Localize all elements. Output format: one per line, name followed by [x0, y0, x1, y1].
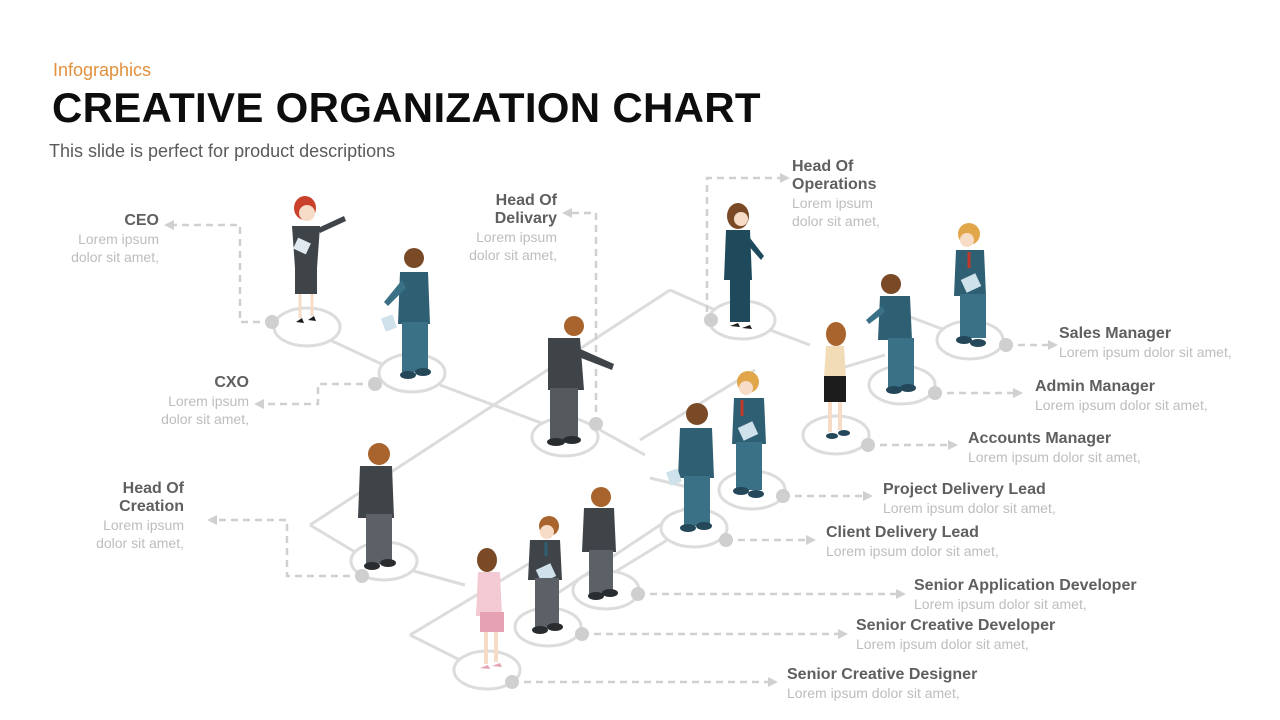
senior-creative-dev-figure-icon: [528, 516, 563, 634]
role-description: dolor sit amet,: [469, 247, 557, 263]
role-title: Admin Manager: [1035, 378, 1156, 395]
role-description: Lorem ipsum: [103, 517, 184, 533]
callout-lines: [172, 176, 1050, 684]
callout-arrowheads: [164, 173, 1058, 687]
head-operations-figure-icon: [724, 203, 764, 329]
role-title: Delivary: [494, 210, 557, 227]
role-description: Lorem ipsum: [78, 231, 159, 247]
role-description: dolor sit amet,: [96, 535, 184, 551]
head-creation-figure-icon: [358, 443, 396, 570]
role-sales-manager: Sales Manager Lorem ipsum dolor sit amet…: [1059, 325, 1232, 361]
role-description: dolor sit amet,: [71, 249, 159, 265]
role-title: Senior Creative Designer: [787, 666, 978, 683]
role-description: Lorem ipsum dolor sit amet,: [856, 636, 1029, 652]
ceo-base: [272, 306, 342, 348]
role-description: dolor sit amet,: [792, 213, 880, 229]
role-description: Lorem ipsum dolor sit amet,: [787, 685, 960, 701]
role-title: Sales Manager: [1059, 325, 1172, 342]
role-description: Lorem ipsum dolor sit amet,: [826, 543, 999, 559]
role-title: Head Of: [495, 192, 557, 209]
role-title: Head Of: [122, 480, 184, 497]
role-cxo: CXO Lorem ipsum dolor sit amet,: [130, 374, 249, 428]
role-head-of-operations: Head Of Operations Lorem ipsum dolor sit…: [792, 158, 932, 230]
admin-manager-figure-icon: [866, 274, 916, 394]
project-delivery-figure-icon: [732, 371, 766, 498]
role-title: Senior Application Developer: [914, 577, 1137, 594]
role-title: CXO: [214, 374, 249, 391]
role-ceo: CEO Lorem ipsum dolor sit amet,: [40, 212, 159, 266]
role-title: Operations: [792, 176, 877, 193]
role-accounts-manager: Accounts Manager Lorem ipsum dolor sit a…: [968, 430, 1141, 466]
role-head-of-delivery: Head Of Delivary Lorem ipsum dolor sit a…: [438, 192, 557, 264]
role-description: Lorem ipsum dolor sit amet,: [968, 449, 1141, 465]
role-title: Creation: [119, 498, 184, 515]
role-description: dolor sit amet,: [161, 411, 249, 427]
kicker-label: Infographics: [53, 60, 152, 80]
page-subtitle: This slide is perfect for product descri…: [49, 141, 396, 161]
ceo-figure-icon: [292, 196, 346, 323]
role-description: Lorem ipsum dolor sit amet,: [1035, 397, 1208, 413]
floor-circles: [272, 299, 1005, 691]
role-description: Lorem ipsum dolor sit amet,: [1059, 344, 1232, 360]
role-title: Head Of: [792, 158, 854, 175]
role-title: CEO: [124, 212, 159, 229]
senior-app-dev-figure-icon: [582, 487, 618, 600]
role-project-delivery-lead: Project Delivery Lead Lorem ipsum dolor …: [883, 481, 1056, 517]
connector-dots: [265, 313, 1013, 689]
role-description: Lorem ipsum dolor sit amet,: [914, 596, 1087, 612]
accounts-manager-figure-icon: [824, 322, 850, 439]
role-client-delivery-lead: Client Delivery Lead Lorem ipsum dolor s…: [826, 524, 999, 560]
role-description: Lorem ipsum: [476, 229, 557, 245]
role-description: Lorem ipsum dolor sit amet,: [883, 500, 1056, 516]
role-senior-creative-designer: Senior Creative Designer Lorem ipsum dol…: [787, 666, 977, 702]
role-description: Lorem ipsum: [792, 195, 873, 211]
senior-designer-figure-icon: [476, 548, 504, 669]
role-title: Project Delivery Lead: [883, 481, 1046, 498]
role-admin-manager: Admin Manager Lorem ipsum dolor sit amet…: [1035, 378, 1208, 414]
role-title: Accounts Manager: [968, 430, 1112, 447]
page-title: CREATIVE ORGANIZATION CHART: [52, 84, 761, 131]
role-senior-creative-developer: Senior Creative Developer Lorem ipsum do…: [856, 617, 1055, 653]
cxo-figure-icon: [380, 248, 431, 379]
client-delivery-figure-icon: [665, 403, 714, 532]
role-title: Client Delivery Lead: [826, 524, 979, 541]
sales-manager-figure-icon: [954, 223, 986, 347]
role-title: Senior Creative Developer: [856, 617, 1056, 634]
role-description: Lorem ipsum: [168, 393, 249, 409]
head-delivery-figure-icon: [547, 316, 614, 446]
role-head-of-creation: Head Of Creation Lorem ipsum dolor sit a…: [65, 480, 184, 552]
role-senior-application-developer: Senior Application Developer Lorem ipsum…: [914, 577, 1137, 613]
